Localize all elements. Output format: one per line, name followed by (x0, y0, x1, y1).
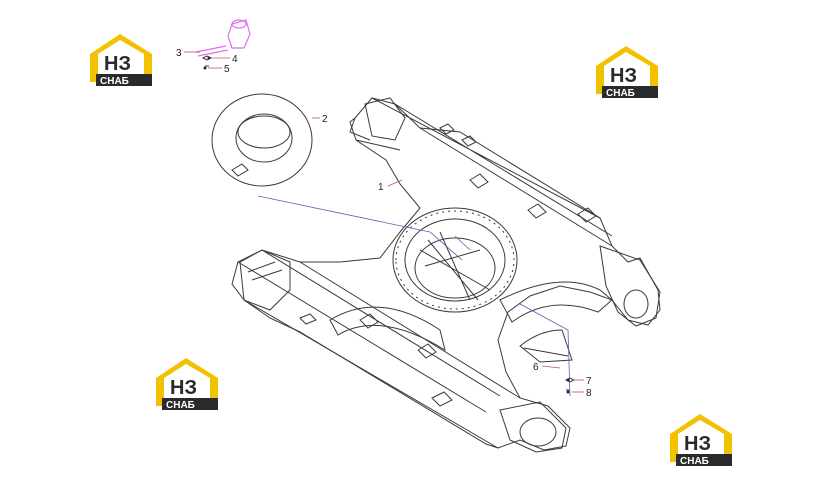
svg-text:НЗ: НЗ (104, 53, 131, 75)
svg-text:НЗ: НЗ (684, 433, 711, 455)
part-6-access-plate (519, 329, 573, 363)
callout-dot-5 (203, 66, 207, 70)
part-2-tab (231, 163, 249, 177)
idler-end-upper (599, 245, 661, 327)
watermark-logo-top-left: НЗ СНАБ (90, 34, 152, 87)
lower-rail-end (239, 249, 291, 311)
upper-rail-end (349, 97, 406, 141)
callout-leader-6 (541, 365, 561, 369)
svg-text:СНАБ: СНАБ (100, 76, 129, 87)
drive-hole-lower (519, 417, 557, 447)
svg-text:СНАБ: СНАБ (680, 456, 709, 467)
callout-dot-8 (566, 390, 570, 394)
callout-leader-1 (387, 179, 403, 187)
callout-3: 3 (176, 48, 182, 59)
svg-text:СНАБ: СНАБ (166, 400, 195, 411)
watermark-logo-top-right: НЗ СНАБ (596, 46, 658, 99)
lower-side-rail (237, 249, 521, 449)
callout-7: 7 (586, 376, 592, 387)
callout-dot-7 (566, 378, 570, 382)
watermark-logo-bottom-right: НЗ СНАБ (670, 414, 732, 467)
callout-5: 5 (224, 64, 230, 75)
svg-text:СНАБ: СНАБ (606, 88, 635, 99)
rear-arch (499, 281, 613, 323)
part-2-cover-opening-rim (237, 115, 291, 149)
idler-hole-upper (623, 289, 649, 319)
callout-4: 4 (232, 54, 238, 65)
leader-disk-to-ring (257, 195, 463, 261)
part-2-cover-opening (235, 113, 293, 163)
part-3-pin-highlight (195, 19, 251, 57)
part-2-cover-disk (211, 93, 313, 187)
callout-8: 8 (586, 388, 592, 399)
drive-end-lower (499, 401, 567, 453)
callout-dot-4 (207, 56, 211, 60)
ring-inner-braces (419, 231, 491, 301)
rail-brackets (299, 123, 597, 407)
leader-plate-to-frame (519, 303, 571, 397)
leader-ring-inside (454, 235, 471, 251)
slewing-ring-inner (404, 218, 506, 302)
callout-2: 2 (322, 114, 328, 125)
callout-6: 6 (533, 362, 539, 373)
part-4-washer (201, 55, 213, 61)
front-arch (329, 306, 446, 352)
svg-text:НЗ: НЗ (610, 65, 637, 87)
svg-text:НЗ: НЗ (170, 377, 197, 399)
frame-outline (231, 97, 661, 451)
upper-side-rail (355, 97, 613, 247)
watermark-logo-bottom-left: НЗ СНАБ (156, 358, 218, 411)
slewing-ring-bore (414, 237, 496, 299)
ring-bolt-holes (395, 210, 515, 310)
slewing-ring-outer (392, 207, 518, 313)
callout-1: 1 (378, 182, 384, 193)
